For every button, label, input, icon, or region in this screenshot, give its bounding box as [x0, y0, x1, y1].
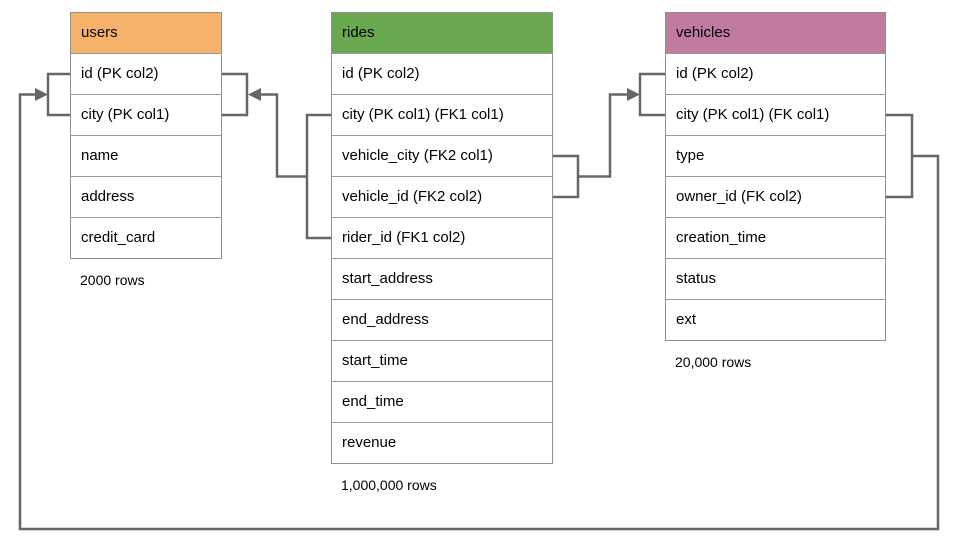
table-column-row: vehicle_id (FK2 col2) [332, 176, 552, 217]
rides-right-bracket [553, 154, 580, 199]
table-column-row: city (PK col1) [71, 94, 221, 135]
table-column-row: owner_id (FK col2) [666, 176, 885, 217]
table-column-row: credit_card [71, 217, 221, 258]
table-column-row: id (PK col2) [666, 53, 885, 94]
users-right-bracket [222, 72, 249, 117]
table-column-row: city (PK col1) (FK col1) [666, 94, 885, 135]
fk1-arrowhead-icon [248, 88, 261, 101]
fk2-rides-to-vehicles-line [578, 93, 628, 178]
table-rides-rowcount: 1,000,000 rows [341, 477, 437, 493]
table-column-row: rider_id (FK1 col2) [332, 217, 552, 258]
table-rides-box: rides id (PK col2)city (PK col1) (FK1 co… [331, 12, 553, 464]
rides-left-bracket [305, 113, 331, 240]
fk-vehicles-to-users-line [18, 93, 940, 531]
table-users-header: users [71, 13, 221, 53]
fk2-arrowhead-icon [627, 88, 640, 101]
table-column-row: start_address [332, 258, 552, 299]
table-vehicles: vehicles id (PK col2)city (PK col1) (FK … [665, 12, 886, 370]
table-vehicles-columns: id (PK col2)city (PK col1) (FK col1)type… [666, 53, 885, 340]
table-rides: rides id (PK col2)city (PK col1) (FK1 co… [331, 12, 553, 493]
table-column-row: name [71, 135, 221, 176]
table-rides-columns: id (PK col2)city (PK col1) (FK1 col1)veh… [332, 53, 552, 463]
table-column-row: end_time [332, 381, 552, 422]
table-column-row: id (PK col2) [71, 53, 221, 94]
table-column-row: creation_time [666, 217, 885, 258]
users-left-bracket [46, 72, 70, 117]
vehicles-left-bracket [638, 72, 665, 117]
table-column-row: city (PK col1) (FK1 col1) [332, 94, 552, 135]
table-column-row: status [666, 258, 885, 299]
table-vehicles-header: vehicles [666, 13, 885, 53]
table-rides-header: rides [332, 13, 552, 53]
table-column-row: type [666, 135, 885, 176]
vehicles-right-bracket [886, 113, 914, 199]
table-column-row: revenue [332, 422, 552, 463]
table-vehicles-rowcount: 20,000 rows [675, 354, 752, 370]
table-column-row: id (PK col2) [332, 53, 552, 94]
table-column-row: end_address [332, 299, 552, 340]
fk-arrowhead-icon [35, 88, 48, 101]
table-column-row: ext [666, 299, 885, 340]
fk1-rides-to-users-line [260, 93, 307, 178]
table-column-row: start_time [332, 340, 552, 381]
table-users-rowcount: 2000 rows [80, 272, 145, 288]
table-column-row: address [71, 176, 221, 217]
table-vehicles-box: vehicles id (PK col2)city (PK col1) (FK … [665, 12, 886, 341]
table-column-row: vehicle_city (FK2 col1) [332, 135, 552, 176]
